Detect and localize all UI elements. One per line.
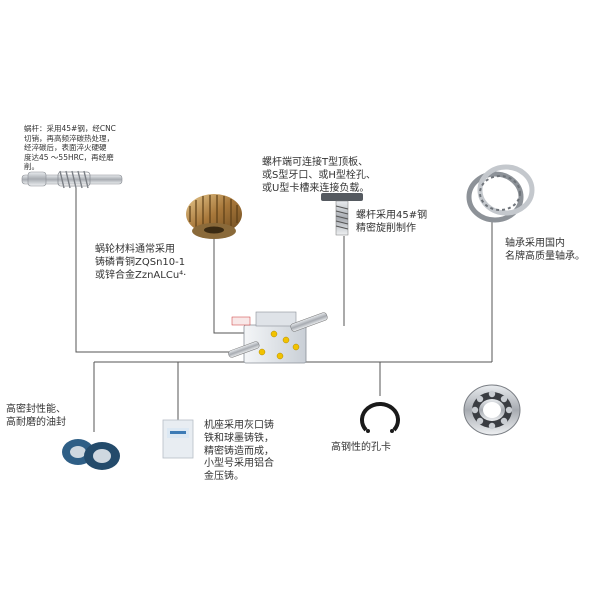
circlip-icon	[360, 402, 400, 433]
ball-bearing-icon	[463, 384, 521, 436]
callout-screw-material: 螺杆采用45#钢 精密旋削制作	[356, 210, 428, 234]
screw-bolt-icon	[321, 193, 363, 236]
callout-worm-shaft: 蜗杆：采用45#钢，经CNC 切销，再高频淬碳热处理， 经淬碳后，表面淬火硬硬 …	[24, 124, 116, 172]
screw-jack-assembly-icon	[228, 311, 328, 364]
callout-oil-seal: 高密封性能、 高耐磨的油封	[6, 404, 66, 428]
callout-circlip: 高钢性的孔卡	[331, 442, 391, 453]
callout-housing: 机座采用灰口铸 铁和球墨铸铁， 精密铸造而成， 小型号采用铝合 金压铸。	[204, 420, 274, 483]
line-worm-shaft	[75, 188, 262, 353]
callout-worm-wheel: 蜗轮材料通常采用 铸磷青铜ZQSn10-1 或锌合金ZznALCu⁴·	[95, 244, 187, 281]
worm-wheel-icon	[186, 194, 242, 239]
oil-seal-icon	[62, 439, 120, 470]
connector-lines	[75, 188, 493, 432]
worm-shaft-icon	[21, 170, 123, 189]
housing-box-icon	[162, 419, 194, 459]
thrust-bearing-icon	[466, 164, 535, 223]
callout-screw-end: 螺杆端可连接T型顶板、 或S型牙口、或H型栓孔、 或U型卡槽来连接负载。	[262, 157, 376, 194]
callout-bearing-source: 轴承采用国内 名牌高质量轴承。	[505, 238, 585, 262]
